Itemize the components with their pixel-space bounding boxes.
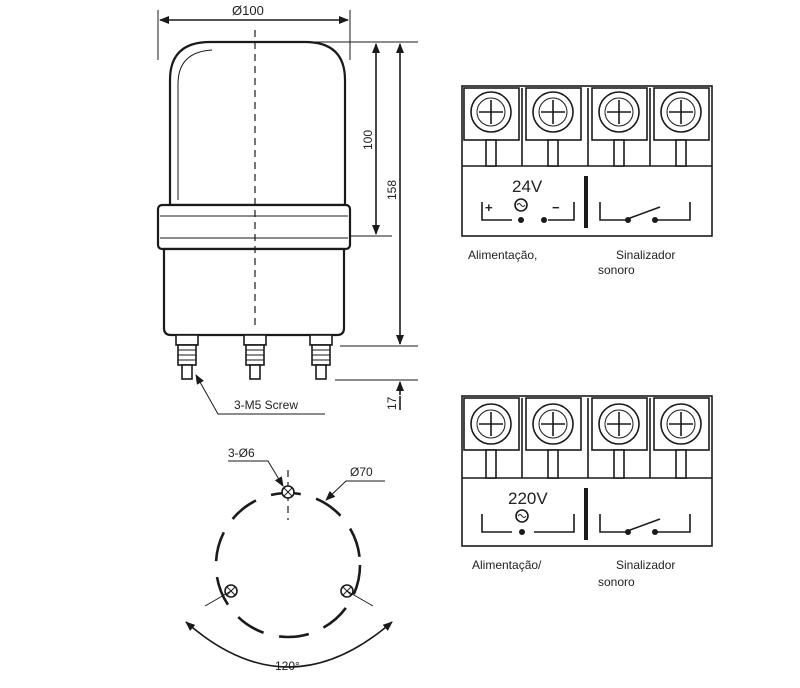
caption-24v-right-1: Sinalizador — [616, 248, 675, 262]
screw-right — [309, 334, 333, 380]
caption-24v-right-2: sonoro — [598, 263, 635, 277]
lamp-base — [162, 247, 346, 337]
circle-diameter-label: Ø70 — [350, 465, 373, 479]
caption-220v-right-2: sonoro — [598, 575, 635, 589]
caption-220v-right-1: Sinalizador — [616, 558, 675, 572]
screw-left — [175, 334, 199, 380]
terminal-block-220v-3 — [591, 397, 648, 479]
screw-label: 3-M5 Screw — [234, 398, 298, 412]
terminal-block-24v-4 — [653, 87, 710, 167]
height-dome-label: 100 — [361, 130, 375, 150]
terminal-block-220v-1 — [463, 397, 520, 479]
voltage-24v-label: 24V — [512, 177, 543, 196]
terminal-panel-24v: 24V + − Alimentação, Sinalizador sonoro — [461, 85, 713, 277]
terminal-block-24v-2 — [525, 87, 582, 167]
terminal-block-24v-1 — [463, 87, 520, 167]
terminal-panel-220v: 220V Alimentação/ Sinalizador sonoro — [461, 395, 713, 589]
ac-tilde-icon — [514, 198, 528, 212]
height-total-label: 158 — [385, 180, 399, 200]
height-screw-label: 17 — [385, 396, 399, 410]
screw-center — [243, 334, 267, 380]
caption-220v-left: Alimentação/ — [472, 558, 542, 572]
hole-label: 3-Ø6 — [228, 446, 255, 460]
voltage-220v-label: 220V — [508, 489, 548, 508]
terminal-block-220v-2 — [525, 397, 582, 479]
angle-arc — [185, 621, 393, 668]
terminal-block-220v-4 — [653, 397, 710, 479]
diameter-top-label: Ø100 — [232, 3, 264, 18]
lamp-dome — [168, 40, 347, 207]
minus-sign: − — [552, 200, 560, 215]
terminal-block-24v-3 — [591, 87, 648, 167]
plus-sign: + — [485, 200, 493, 215]
angle-label: 120° — [275, 659, 300, 673]
lamp-ring — [156, 203, 352, 251]
bolt-circle — [214, 491, 362, 639]
hole-pattern-view: 3-Ø6 Ø70 120° — [185, 446, 393, 673]
ac-tilde-icon — [515, 509, 529, 523]
caption-24v-left: Alimentação, — [468, 248, 537, 262]
lamp-side-view: Ø100 — [156, 3, 418, 415]
